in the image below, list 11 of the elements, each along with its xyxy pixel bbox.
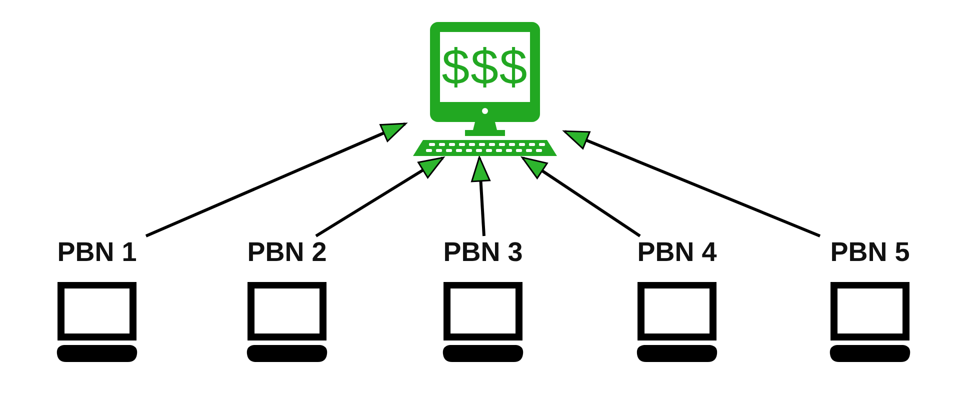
arrow (315, 156, 444, 238)
node-label: PBN 2 (247, 236, 327, 268)
arrow (145, 122, 407, 238)
dollar-signs: $$$ (440, 38, 530, 97)
arrow (471, 156, 490, 236)
node-label: PBN 3 (443, 236, 523, 268)
node-label: PBN 4 (637, 236, 717, 268)
node-label: PBN 1 (57, 236, 137, 268)
arrow (521, 156, 641, 238)
node-label: PBN 5 (830, 236, 910, 268)
arrow (563, 130, 821, 238)
